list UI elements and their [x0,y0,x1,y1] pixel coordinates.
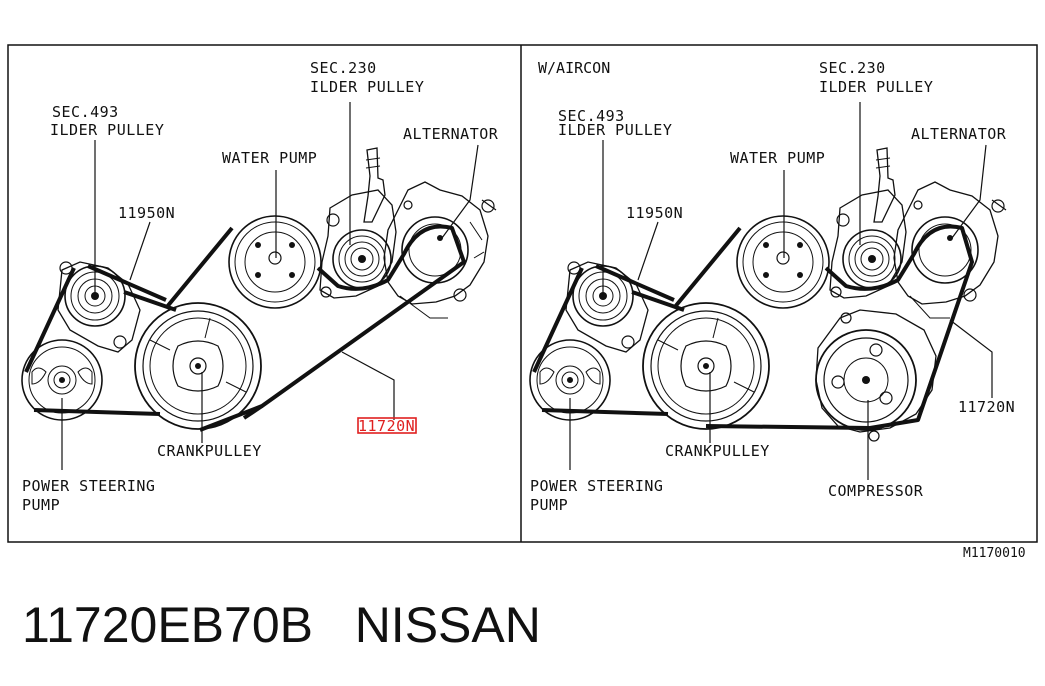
label-sec493: SEC.493 [52,103,119,121]
alternator-pulley-ac [911,216,979,284]
label-alternator-ac: ALTERNATOR [911,125,1007,143]
label-crankpulley-ac: CRANKPULLEY [665,442,770,460]
panel-standard: SEC.230 ILDER PULLEY SEC.493 ILDER PULLE… [21,59,499,514]
crank-pulley [134,302,262,430]
label-pump-ac: PUMP [530,496,568,514]
part-number: 11720EB70B [22,597,313,653]
diagram-frame [7,44,1038,543]
label-alternator: ALTERNATOR [403,125,499,143]
label-sec230-ac: SEC.230 [819,59,886,77]
label-11950n: 11950N [118,204,175,222]
top-idler-pulley-ac [842,229,902,289]
figure-reference: M1170010 [963,546,1026,561]
brand-name: NISSAN [354,597,541,653]
label-pump: PUMP [22,496,60,514]
label-water-pump-ac: WATER PUMP [730,149,825,167]
label-ilder-pulley-left: ILDER PULLEY [50,121,164,139]
label-ilder-pulley-top: ILDER PULLEY [310,78,424,96]
alternator-body [383,181,497,319]
compressor-pulley [815,329,917,431]
crank-pulley-ac [642,302,770,430]
label-11720n-highlighted: 11720N [358,417,415,435]
label-sec230: SEC.230 [310,59,377,77]
label-water-pump: WATER PUMP [222,149,317,167]
label-ilder-pulley-left-ac: ILDER PULLEY [558,121,672,139]
belt-11720n-ac [672,224,974,430]
label-11720n-ac: 11720N [958,398,1015,416]
label-compressor: COMPRESSOR [828,482,924,500]
panel-with-aircon: W/AIRCON [529,59,1015,514]
water-pump-pulley [228,215,322,309]
alternator-body-ac [893,181,1007,319]
label-sec493-ac: SEC.493 [558,107,625,125]
highlight-box [357,417,417,434]
water-pump-pulley-ac [736,215,830,309]
label-crankpulley: CRANKPULLEY [157,442,262,460]
belt-11950n-ac [532,264,685,416]
belt-11950n [24,264,177,416]
belt-routing-diagram: SEC.230 ILDER PULLEY SEC.493 ILDER PULLE… [7,44,1038,561]
part-title: 11720EB70B NISSAN [22,596,541,654]
panel-title-aircon: W/AIRCON [538,59,610,77]
label-power-steering-ac: POWER STEERING [530,477,663,495]
top-idler-pulley [332,229,392,289]
label-11950n-ac: 11950N [626,204,683,222]
label-power-steering: POWER STEERING [22,477,155,495]
label-ilder-pulley-top-ac: ILDER PULLEY [819,78,933,96]
